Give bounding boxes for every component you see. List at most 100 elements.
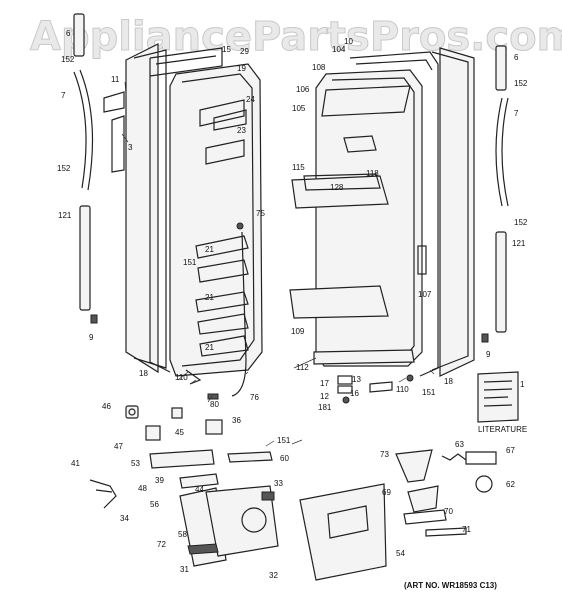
callout-67: 67: [506, 446, 515, 455]
dispenser-solenoid: [205, 419, 223, 435]
callout-12: 12: [320, 392, 329, 401]
callout-44: 44: [195, 485, 204, 494]
callout-58: 58: [178, 530, 187, 539]
callout-152-b: 152: [57, 164, 71, 173]
callout-121-right: 121: [512, 239, 526, 248]
callout-41: 41: [71, 459, 80, 468]
callout-18-right: 18: [444, 377, 453, 386]
callout-152-a: 152: [61, 55, 75, 64]
callout-24: 24: [246, 95, 255, 104]
fresh-food-hinge-parts: [337, 374, 414, 404]
dispenser-gear-housing: [179, 473, 219, 489]
freezer-trim-lower: [79, 205, 98, 324]
callout-labels: 1 3 6 6 7 7 9 9 10 11 12 13 15 16 17 18 …: [57, 29, 528, 580]
freezer-door-panel: [103, 43, 167, 374]
callout-118: 118: [366, 169, 379, 178]
ice-chute: [395, 449, 433, 483]
wire-harness: [89, 479, 117, 509]
callout-115: 115: [292, 163, 305, 172]
freezer-hinge-pin: [185, 369, 219, 400]
callout-15: 15: [222, 45, 231, 54]
callout-54: 54: [396, 549, 405, 558]
dispenser-gasket-ring: [475, 475, 493, 493]
freezer-door-wire-harness: [231, 222, 247, 397]
callout-107: 107: [418, 290, 432, 299]
callout-21-c: 21: [205, 343, 214, 352]
callout-39: 39: [155, 476, 164, 485]
callout-128: 128: [330, 183, 344, 192]
callout-151-c: 151: [277, 436, 291, 445]
callout-46: 46: [102, 402, 111, 411]
callout-181: 181: [318, 403, 332, 412]
callout-21-a: 21: [205, 245, 214, 254]
callout-106: 106: [296, 85, 310, 94]
callout-10: 10: [344, 37, 353, 46]
callout-18-left: 18: [139, 369, 148, 378]
fresh-food-door-gasket: [349, 51, 439, 377]
callout-45: 45: [175, 428, 184, 437]
callout-21-b: 21: [205, 293, 214, 302]
fresh-food-trim-lower: [481, 231, 507, 343]
fresh-food-trim-upper: [495, 45, 507, 91]
callout-3: 3: [128, 143, 133, 152]
callout-33: 33: [274, 479, 283, 488]
callout-56: 56: [150, 500, 159, 509]
callout-80: 80: [210, 400, 219, 409]
callout-16: 16: [350, 389, 359, 398]
callout-7-left: 7: [61, 91, 66, 100]
callout-32: 32: [269, 571, 278, 580]
callout-121-left: 121: [58, 211, 72, 220]
callout-72: 72: [157, 540, 166, 549]
callout-105: 105: [292, 104, 306, 113]
callout-7-right: 7: [514, 109, 519, 118]
freezer-door-liner: [169, 63, 263, 377]
fresh-food-door-panel: [431, 47, 475, 377]
dispenser-actuator: [403, 509, 447, 525]
dispenser-light-switch: [171, 407, 183, 419]
callout-110-left: 110: [175, 373, 188, 382]
callout-70: 70: [444, 507, 453, 516]
art-number-note: (ART NO. WR18593 C13): [404, 581, 497, 590]
callout-75: 75: [256, 209, 265, 218]
dispenser-drip-tray: [187, 543, 219, 555]
callout-71: 71: [462, 525, 471, 534]
callout-9-left: 9: [89, 333, 94, 342]
callout-47: 47: [114, 442, 123, 451]
fresh-food-door-handle: [495, 97, 509, 207]
callout-6-left: 6: [66, 29, 71, 38]
freezer-door-trim-strip: [73, 13, 85, 57]
callout-53: 53: [131, 459, 140, 468]
dispenser-spring: [441, 451, 497, 465]
callout-112: 112: [296, 363, 309, 372]
dispenser-cover: [299, 483, 387, 581]
callout-109: 109: [291, 327, 305, 336]
callout-23: 23: [237, 126, 246, 135]
callout-19: 19: [237, 64, 246, 73]
dispenser-lamp-socket: [145, 425, 161, 441]
callout-108: 108: [312, 63, 326, 72]
callout-152-d: 152: [514, 218, 528, 227]
watermark-text: AppliancePartsPros.com: [30, 14, 562, 60]
literature-label: LITERATURE: [478, 425, 527, 434]
callout-17: 17: [320, 379, 329, 388]
dispenser-lever: [425, 527, 467, 537]
literature-booklet: LITERATURE: [477, 371, 527, 434]
dispenser-switch: [125, 405, 139, 419]
callout-73: 73: [380, 450, 389, 459]
callout-31: 31: [180, 565, 189, 574]
callout-29: 29: [240, 47, 249, 56]
callout-63: 63: [455, 440, 464, 449]
callout-9-right: 9: [486, 350, 491, 359]
leader-lines: [121, 81, 435, 447]
callout-152-c: 152: [514, 79, 528, 88]
callout-62: 62: [506, 480, 515, 489]
callout-11: 11: [111, 75, 120, 84]
dispenser-control-board: [149, 449, 215, 469]
callout-151-a: 151: [183, 258, 197, 267]
callout-34: 34: [120, 514, 129, 523]
callout-69: 69: [382, 488, 391, 497]
callout-60: 60: [280, 454, 289, 463]
callout-6-right: 6: [514, 53, 519, 62]
freezer-door-gasket: [149, 47, 223, 373]
